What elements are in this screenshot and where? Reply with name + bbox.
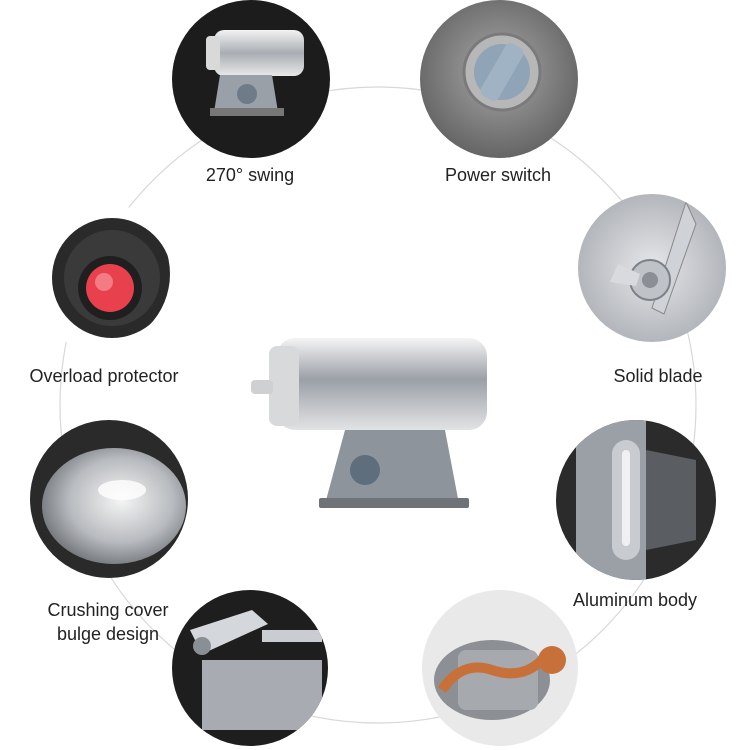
motor-detail-image [422, 590, 578, 746]
grinder-product-image [245, 320, 505, 520]
solid-blade-label: Solid blade [613, 366, 703, 386]
crushing-cover-label-line2: bulge design [56, 624, 160, 644]
aluminum-body-label: Aluminum body [572, 590, 698, 610]
aluminum-body-image [556, 420, 716, 580]
solid-blade-image [578, 194, 726, 342]
crushing-cover-label: Crushing cover bulge design [18, 598, 198, 646]
latch-detail-image [172, 590, 328, 746]
overload-protector-label: Overload protector [29, 366, 179, 386]
swing-label: 270° swing [205, 165, 295, 185]
overload-protector-image [22, 200, 170, 348]
crushing-cover-label-line1: Crushing cover [47, 600, 169, 620]
power-switch-label: Power switch [444, 165, 552, 185]
crushing-cover-image [30, 420, 188, 578]
swing-image [172, 0, 330, 158]
power-switch-image [420, 0, 578, 158]
